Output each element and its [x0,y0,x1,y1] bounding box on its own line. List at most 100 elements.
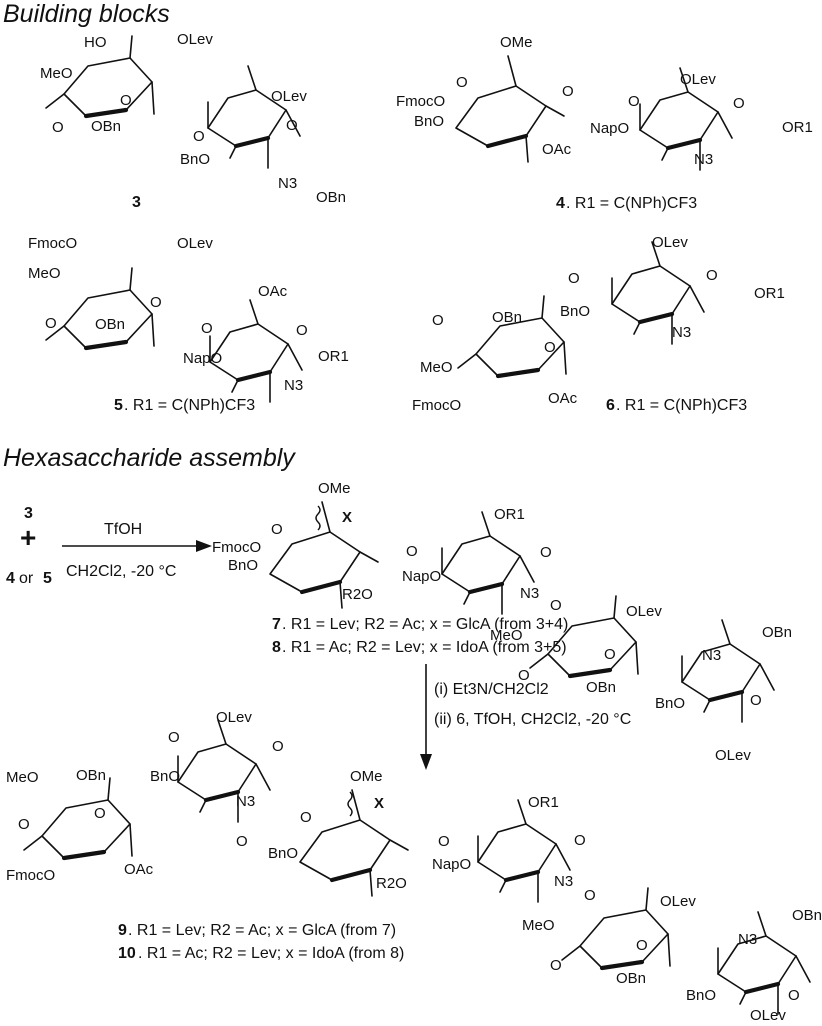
svg-text:HO: HO [84,34,107,51]
svg-text:NapO: NapO [183,350,222,367]
svg-text:10: 10 [118,945,136,962]
svg-text:NapO: NapO [590,120,629,137]
svg-text:7: 7 [272,616,281,633]
svg-text:. R1 = C(NPh)CF3: . R1 = C(NPh)CF3 [124,397,255,414]
svg-text:O: O [544,339,556,356]
svg-text:O: O [636,937,648,954]
svg-text:MeO: MeO [490,627,523,644]
svg-text:O: O [540,544,552,561]
svg-text:MeO: MeO [40,65,73,82]
svg-text:O: O [750,692,762,709]
svg-text:O: O [286,117,298,134]
svg-text:X: X [342,509,352,526]
svg-text:O: O [52,119,64,136]
svg-text:OAc: OAc [258,283,288,300]
svg-text:+: + [20,522,36,553]
svg-text:OR1: OR1 [782,119,813,136]
svg-text:N3: N3 [672,324,691,341]
compound-5-structure: FmocO OLev MeO O O OBn O OAc O NapO N3 O… [28,235,349,402]
svg-text:. R1 = C(NPh)CF3: . R1 = C(NPh)CF3 [566,195,697,212]
svg-text:FmocO: FmocO [396,93,445,110]
svg-text:O: O [733,95,745,112]
svg-text:OBn: OBn [316,189,346,206]
svg-text:OBn: OBn [586,679,616,696]
product-10-caption: 10 . R1 = Ac; R2 = Lev; x = IdoA (from 8… [118,945,404,962]
svg-text:. R1 = Ac; R2 = Lev; x = IdoA: . R1 = Ac; R2 = Lev; x = IdoA (from 8) [138,945,404,962]
svg-text:O: O [706,267,718,284]
svg-text:N3: N3 [554,873,573,890]
svg-text:O: O [272,738,284,755]
svg-text:O: O [518,667,530,684]
svg-text:MeO: MeO [522,917,555,934]
svg-text:OBn: OBn [762,624,792,641]
svg-text:OLev: OLev [271,88,307,105]
svg-text:O: O [628,93,640,110]
svg-text:(i) Et3N/CH2Cl2: (i) Et3N/CH2Cl2 [434,681,549,698]
svg-text:OBn: OBn [792,907,822,924]
svg-text:O: O [438,833,450,850]
compound-5-caption: 5 . R1 = C(NPh)CF3 [114,397,255,414]
svg-text:O: O [788,987,800,1004]
svg-text:OLev: OLev [680,71,716,88]
svg-text:N3: N3 [520,585,539,602]
compound-4-structure: OMe O O O FmocO BnO OLev O NapO OAc N3 O… [396,34,813,170]
svg-text:OMe: OMe [350,768,383,785]
svg-text:FmocO: FmocO [6,867,55,884]
svg-text:FmocO: FmocO [412,397,461,414]
svg-text:MeO: MeO [420,359,453,376]
svg-text:O: O [271,521,283,538]
reaction-1-reactants: 3 + 4 or 5 [6,505,52,587]
svg-text:OLev: OLev [660,893,696,910]
svg-text:4: 4 [556,195,565,212]
svg-text:O: O [94,805,106,822]
svg-text:N3: N3 [278,175,297,192]
svg-text:O: O [193,128,205,145]
svg-text:. R1 = Ac; R2 = Lev; x = IdoA: . R1 = Ac; R2 = Lev; x = IdoA (from 3+5) [282,639,567,656]
svg-text:OLev: OLev [216,709,252,726]
section-title-building-blocks: Building blocks [3,0,170,28]
svg-text:O: O [45,315,57,332]
svg-text:BnO: BnO [686,987,716,1004]
product-9-caption: 9 . R1 = Lev; R2 = Ac; x = GlcA (from 7) [118,922,396,939]
compound-3-label: 3 [132,194,141,211]
svg-text:TfOH: TfOH [104,521,142,538]
svg-text:FmocO: FmocO [212,539,261,556]
svg-text:N3: N3 [284,377,303,394]
svg-text:6: 6 [606,397,615,414]
compound-4-caption: 4 . R1 = C(NPh)CF3 [556,195,697,212]
svg-text:MeO: MeO [28,265,61,282]
svg-text:O: O [150,294,162,311]
svg-text:3: 3 [24,505,33,522]
svg-text:O: O [456,74,468,91]
svg-text:N3: N3 [694,151,713,168]
reaction-2-arrow: (i) Et3N/CH2Cl2 (ii) 6, TfOH, CH2Cl2, -2… [420,664,631,770]
svg-text:OLev: OLev [750,1007,786,1024]
svg-text:OBn: OBn [492,309,522,326]
compound-6-caption: 6 . R1 = C(NPh)CF3 [606,397,747,414]
svg-text:O: O [236,833,248,850]
svg-text:O: O [296,322,308,339]
svg-text:BnO: BnO [228,557,258,574]
svg-text:OBn: OBn [95,316,125,333]
svg-text:OLev: OLev [715,747,751,764]
svg-text:OLev: OLev [626,603,662,620]
svg-text:O: O [432,312,444,329]
svg-text:OAc: OAc [542,141,572,158]
svg-text:or: or [19,570,34,587]
svg-text:BnO: BnO [180,151,210,168]
product-9-10-structure: OLev O BnO N3 O MeO OBn O O FmocO OAc O … [6,709,822,1024]
svg-text:BnO: BnO [560,303,590,320]
svg-text:O: O [584,887,596,904]
svg-text:NapO: NapO [432,856,471,873]
svg-text:MeO: MeO [6,769,39,786]
svg-text:. R1 = C(NPh)CF3: . R1 = C(NPh)CF3 [616,397,747,414]
svg-text:. R1 = Lev; R2 = Ac; x = GlcA: . R1 = Lev; R2 = Ac; x = GlcA (from 3+4) [282,616,568,633]
svg-text:O: O [550,957,562,974]
product-7-8-structure: OMe O X O FmocO BnO OR1 O R2O NapO N3 O … [212,480,792,764]
svg-text:NapO: NapO [402,568,441,585]
section-title-hexasaccharide-assembly: Hexasaccharide assembly [3,444,296,472]
svg-text:OAc: OAc [124,861,154,878]
product-7-caption: 7 . R1 = Lev; R2 = Ac; x = GlcA (from 3+… [272,616,568,633]
svg-text:N3: N3 [236,793,255,810]
product-8-caption: 8 . R1 = Ac; R2 = Lev; x = IdoA (from 3+… [272,639,567,656]
